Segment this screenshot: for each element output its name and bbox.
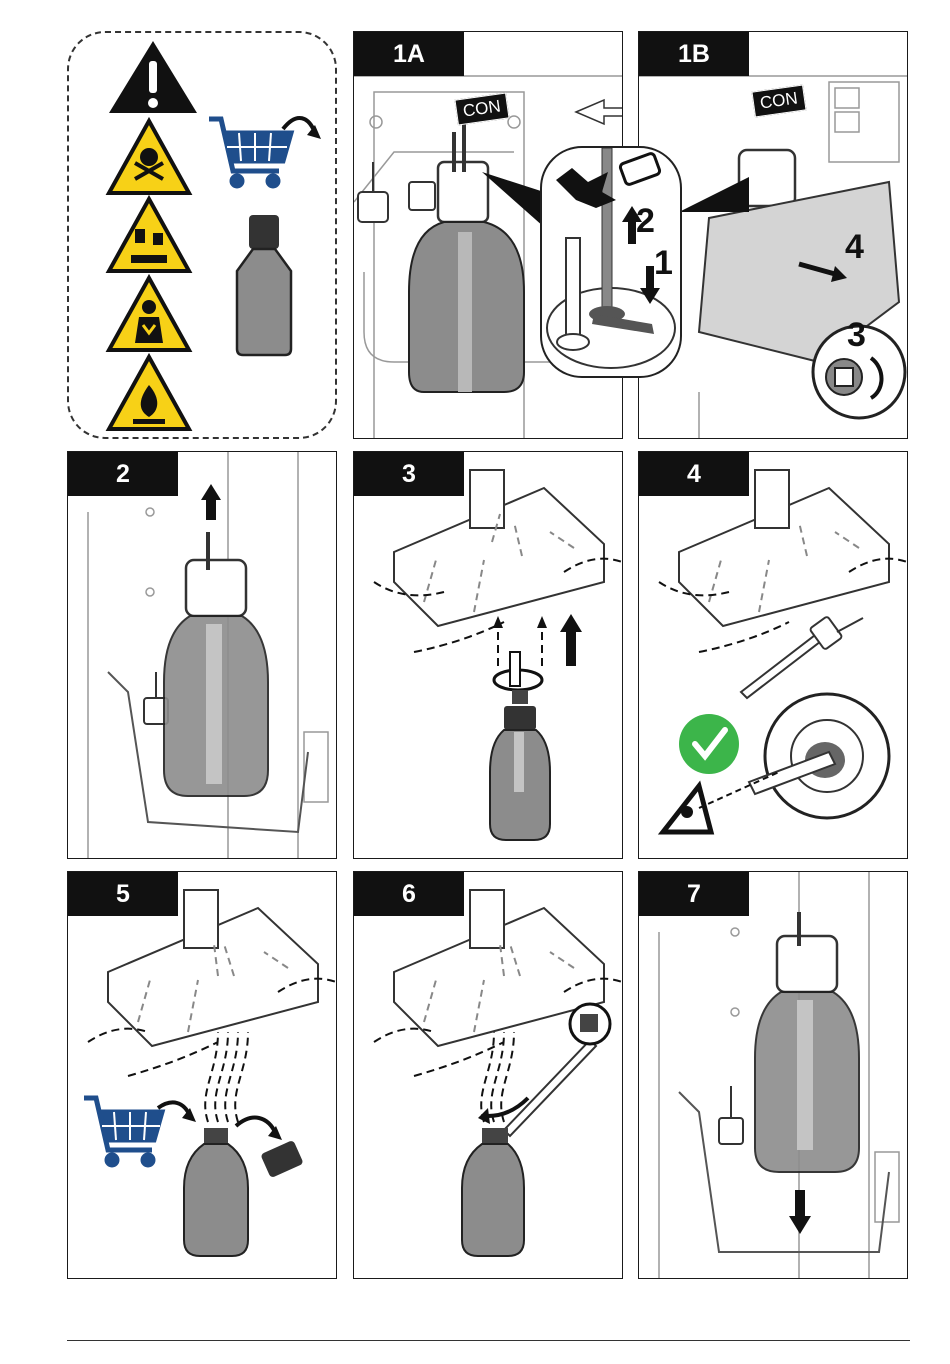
footer-divider [67,1340,910,1341]
callout-number-2: 2 [636,202,655,241]
step-number-3: 3 [354,452,464,496]
corrosive-hazard-icon [109,199,189,271]
bottle-icon [237,215,291,355]
toxic-hazard-icon [109,121,189,193]
arrow-down-shaft [646,266,654,288]
panel-step-7: 7 [638,871,908,1279]
panel-step-3: 3 [353,451,623,859]
step-number-1b: 1B [639,32,749,76]
callout-number-3: 3 [847,316,866,355]
warning-icon [109,41,197,113]
step-7-illustration [639,872,908,1279]
shopping-cart-icon [209,118,321,186]
step-2-illustration [68,452,337,859]
step-number-7: 7 [639,872,749,916]
checkmark-icon [679,714,739,774]
callout-number-4: 4 [845,228,864,267]
safety-graphics [69,33,339,441]
panel-step-5: 5 [67,871,337,1279]
step-number-4: 4 [639,452,749,496]
panel-step-2: 2 [67,451,337,859]
flammable-hazard-icon [109,357,189,429]
callout-number-1: 1 [654,244,673,283]
step-4-illustration [639,452,908,859]
arrow-down-icon [640,288,660,304]
step-number-5: 5 [68,872,178,916]
detail-callout: 2 1 [540,146,682,378]
step-number-6: 6 [354,872,464,916]
step-6-illustration [354,872,623,1279]
safety-panel [67,31,337,439]
panel-step-4: 4 [638,451,908,859]
step-number-2: 2 [68,452,178,496]
arrow-up-shaft [628,222,636,244]
eye-icon [663,786,711,832]
step-5-illustration [68,872,337,1279]
shopping-cart-icon [84,1098,162,1165]
health-hazard-icon [109,278,189,350]
panel-step-6: 6 [353,871,623,1279]
step-number-1a: 1A [354,32,464,76]
step-3-illustration [354,452,623,859]
